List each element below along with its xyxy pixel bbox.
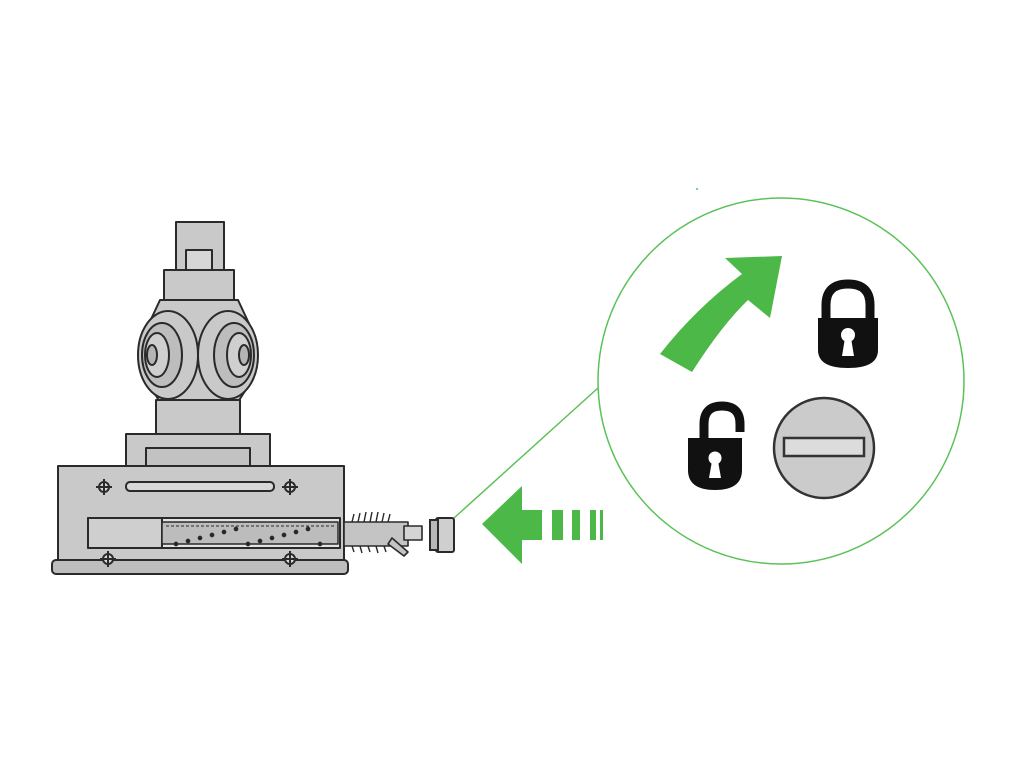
arrow-dash-2 xyxy=(572,510,580,540)
screw-mark-bottom-right xyxy=(282,551,298,567)
slotted-end-cap-icon xyxy=(772,396,876,500)
arrow-dash-3 xyxy=(590,510,596,540)
vacuum-floor-head xyxy=(51,221,349,575)
screw-mark-bottom-left xyxy=(100,551,116,567)
neck-connector-slot xyxy=(185,249,213,273)
brush-bar-tip xyxy=(387,537,409,557)
rotate-arrow-icon xyxy=(660,256,782,372)
screw-mark-top-right xyxy=(282,479,298,495)
lower-neck xyxy=(155,399,241,437)
arrow-dash-1 xyxy=(552,510,563,540)
brush-bar-cover xyxy=(87,517,163,549)
brush-bar-inside xyxy=(161,521,339,547)
locked-padlock-icon xyxy=(818,279,878,368)
brush-bristles xyxy=(351,511,391,554)
end-cap xyxy=(429,517,455,553)
unlocked-padlock-icon xyxy=(688,401,745,490)
arrow-dash-4 xyxy=(600,510,603,540)
left-joint-wheel xyxy=(137,310,199,400)
zoom-circle xyxy=(597,197,965,565)
tiny-mark xyxy=(696,188,698,190)
right-joint-wheel xyxy=(197,310,259,400)
housing-base-strip xyxy=(51,559,349,575)
zoom-leader-line xyxy=(453,387,599,519)
insert-arrow-icon xyxy=(482,486,603,564)
brush-bar-end xyxy=(343,511,423,557)
housing-top-slot xyxy=(125,481,275,492)
brush-bar-spindle xyxy=(403,525,423,541)
screw-mark-top-left xyxy=(96,479,112,495)
